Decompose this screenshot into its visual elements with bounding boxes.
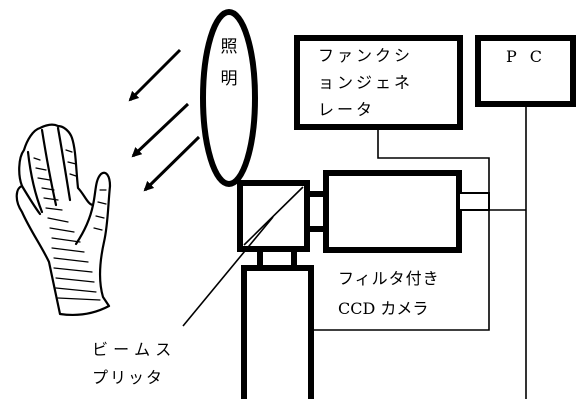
wiring [311,104,527,399]
illumination-label-line1: 照 [221,37,238,57]
finger-line [20,184,42,216]
pc-label: P C [506,47,546,66]
beam-splitter-leader [182,216,274,327]
camera-label-line1: フィルタ付き [338,269,440,288]
function-generator-label-line1: ファンクシ [318,46,413,65]
illumination-label-line2: 明 [221,69,238,89]
light-rays [128,48,201,192]
beam-splitter-label-line1: ビ ー ム ス [92,340,171,359]
function-generator-box [294,35,463,130]
ccd-camera-box [323,170,462,253]
camera-label-line2: CCD カメラ [338,299,428,318]
camera-right-connector [458,192,490,211]
beam-splitter-label-line2: プリッタ [92,368,164,387]
function-generator-label-line3: レータ [318,100,375,119]
hand-illustration [15,123,112,316]
illumination: 照 明 [200,9,258,187]
light-ray-arrow-icon [128,48,182,102]
illumination-ellipse [200,9,258,187]
light-ray-arrow-icon [131,102,190,158]
function-generator-label-line2: ョンジェネ [318,73,413,92]
lower-device-box [241,265,314,399]
function-generator: ファンクシ ョンジェネ レータ [294,35,463,130]
wire-function-generator [311,127,490,331]
light-ray-arrow-icon [143,135,201,192]
hand-shading [33,149,107,301]
finger-line [56,126,72,202]
pc: P C [475,35,576,107]
finger-line [74,203,95,246]
finger-line [26,150,44,214]
beam-splitter-diagonal [243,186,304,246]
finger-line [40,128,58,207]
